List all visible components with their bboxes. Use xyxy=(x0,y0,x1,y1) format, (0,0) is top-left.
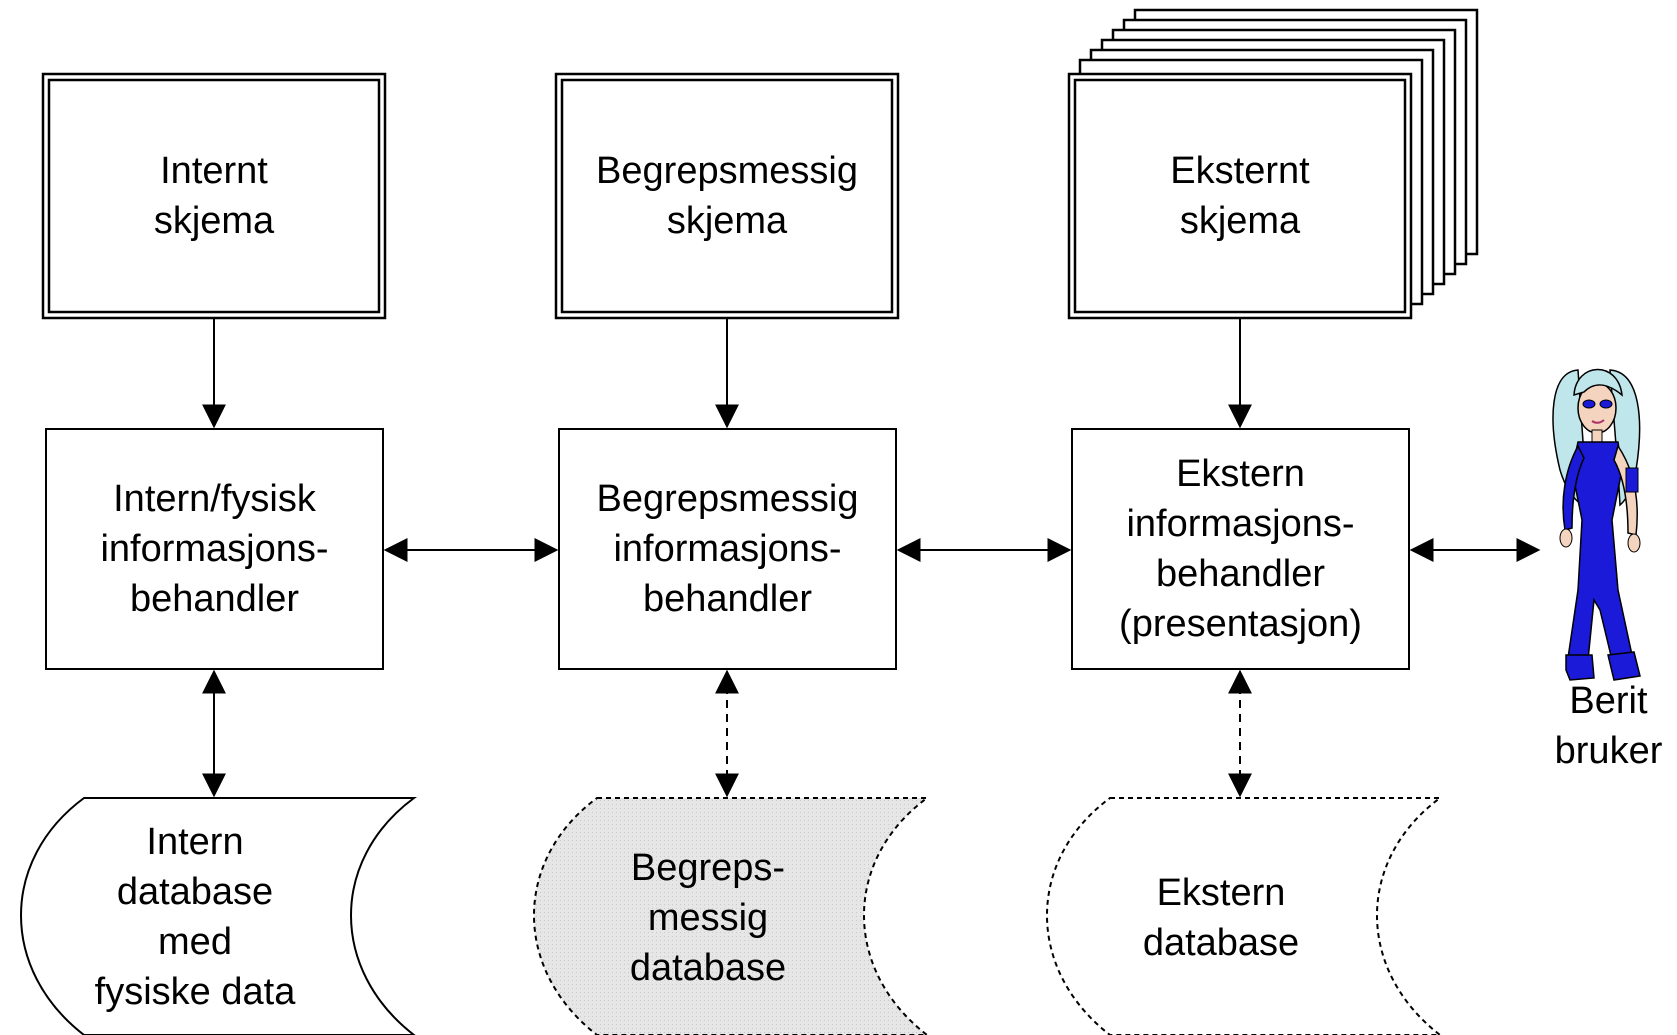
external-schema-line-1: Eksternt xyxy=(1170,150,1310,192)
conceptual-processor-line-2: informasjons- xyxy=(613,528,842,570)
external-schema-label: Eksternt skjema xyxy=(1075,146,1405,246)
conceptual-processor-line-1: Begrepsmessig xyxy=(596,478,859,520)
external-processor-box xyxy=(1071,428,1410,670)
external-processor-line-3: behandler xyxy=(1155,553,1326,595)
user-figure xyxy=(1552,368,1641,681)
internal-database-line-1: Intern xyxy=(146,821,244,863)
user-label-line-1: Berit xyxy=(1569,680,1648,722)
external-database-shape xyxy=(1046,797,1444,1035)
conceptual-schema-label: Begrepsmessig skjema xyxy=(562,146,892,246)
user-label: Berit bruker xyxy=(1540,676,1677,776)
internal-processor-line-3: behandler xyxy=(129,578,300,620)
internal-database-line-2: database xyxy=(116,871,274,913)
internal-processor-box xyxy=(45,428,384,670)
conceptual-processor-label: Begrepsmessig informasjons- behandler xyxy=(559,474,896,624)
external-schema-line-2: skjema xyxy=(1179,200,1301,242)
external-schema-stack xyxy=(1067,8,1479,320)
internal-schema-line-2: skjema xyxy=(153,200,275,242)
internal-schema-label: Internt skjema xyxy=(49,146,379,246)
conceptual-database-line-2: messig xyxy=(647,897,769,939)
conceptual-database-line-1: Begreps- xyxy=(630,847,786,889)
internal-processor-label: Intern/fysisk informasjons- behandler xyxy=(46,474,383,624)
conceptual-schema-box xyxy=(554,72,900,320)
conceptual-processor-box xyxy=(558,428,897,670)
conceptual-database-label: Begreps- messig database xyxy=(563,843,853,993)
external-processor-line-4: (presentasjon) xyxy=(1119,603,1362,645)
internal-database-line-3: med xyxy=(158,921,232,963)
internal-processor-line-1: Intern/fysisk xyxy=(113,478,316,520)
user-label-line-2: bruker xyxy=(1554,730,1663,772)
external-database-line-1: Ekstern xyxy=(1156,872,1286,914)
internal-database-label: Intern database med fysiske data xyxy=(50,817,340,1017)
internal-database-line-4: fysiske data xyxy=(94,971,296,1013)
conceptual-database-line-3: database xyxy=(629,947,787,989)
conceptual-database-shape xyxy=(533,797,931,1035)
conceptual-schema-line-2: skjema xyxy=(666,200,788,242)
conceptual-schema-line-1: Begrepsmessig xyxy=(596,150,858,192)
external-database-label: Ekstern database xyxy=(1076,868,1366,968)
internal-schema-box xyxy=(41,72,387,320)
conceptual-processor-line-3: behandler xyxy=(642,578,813,620)
internal-processor-line-2: informasjons- xyxy=(100,528,329,570)
external-processor-line-1: Ekstern xyxy=(1176,453,1305,495)
external-processor-line-2: informasjons- xyxy=(1126,503,1355,545)
external-database-line-2: database xyxy=(1142,922,1300,964)
internal-database-shape xyxy=(20,797,418,1035)
internal-schema-line-1: Internt xyxy=(160,150,268,192)
external-processor-label: Ekstern informasjons- behandler (present… xyxy=(1072,449,1409,649)
